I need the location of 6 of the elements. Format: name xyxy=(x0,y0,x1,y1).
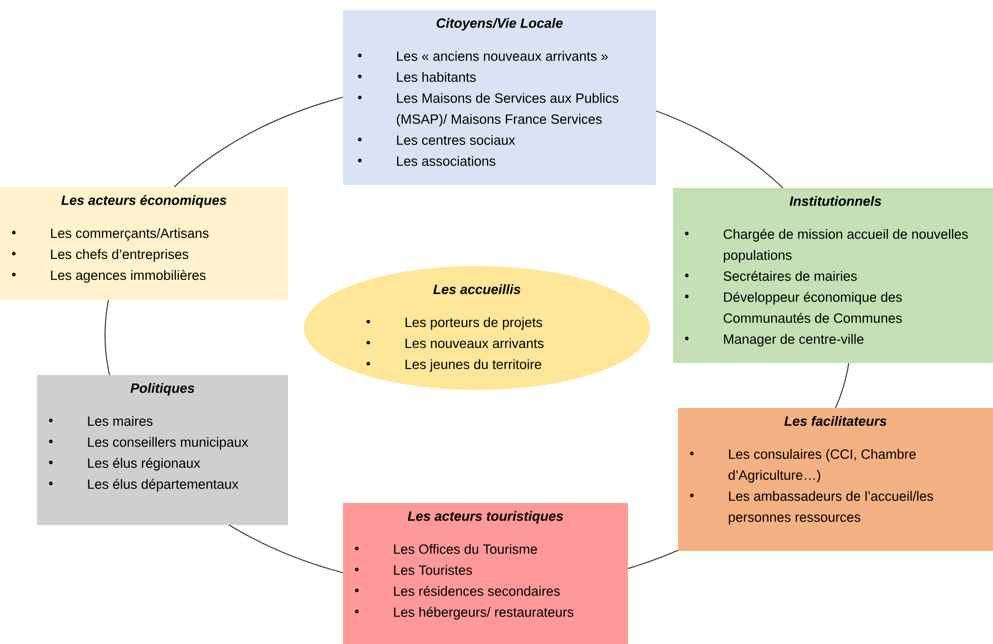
category-box: Les facilitateurs Les consulaires (CCI, Chambre d’Agriculture…) Les ambassadeurs de l’accueil/les personnes ressources xyxy=(678,408,993,551)
category-box: Institutionnels Chargée de mission accueil de nouvelles populations Secrétaires de mairies Développeur économique des Communautés de Communes Manager de centre-ville xyxy=(673,188,993,363)
category-box: Les acteurs touristiques Les Offices du Tourisme Les Touristes Les résidences secondaires Les hébergeurs/ restaurateurs xyxy=(343,502,628,644)
category-box: Les acteurs économiques Les commerçants/Artisans Les chefs d’entreprises Les agences immobilières xyxy=(0,187,288,300)
category-box: Citoyens/Vie Locale Les « anciens nouveaux arrivants » Les habitants Les Maisons de Services aux Publics (MSAP)/ Maisons France Services Les centres sociaux Les associations xyxy=(343,10,656,185)
category-box: Politiques Les maires Les conseillers municipaux Les élus régionaux Les élus départementaux xyxy=(37,374,288,525)
